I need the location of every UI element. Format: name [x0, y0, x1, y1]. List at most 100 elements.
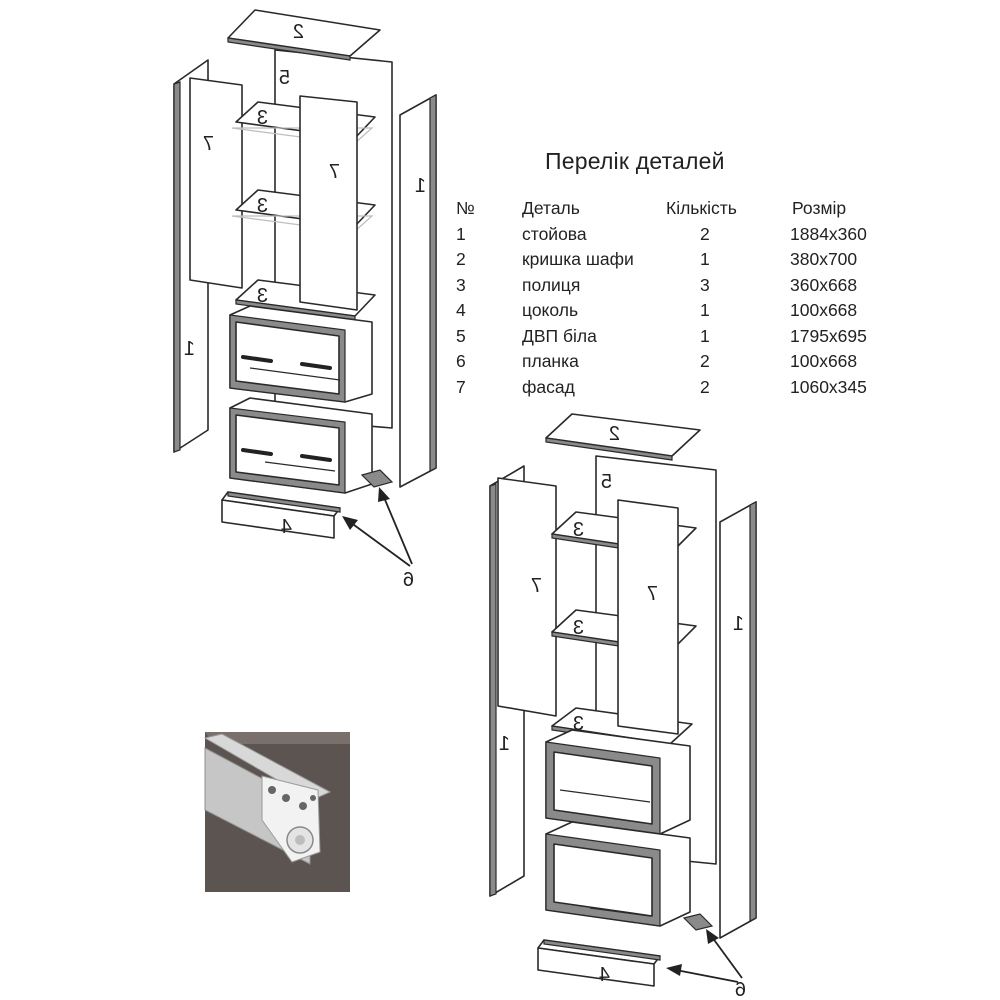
- row-number: 6: [456, 351, 466, 372]
- label-side-panel-right-1: 1: [415, 175, 426, 197]
- strip-6-right-view: [682, 913, 714, 931]
- row-quantity: 2: [700, 351, 710, 372]
- side-panel-right-1-edge: [429, 94, 437, 472]
- label-strip-6-right-view: 6: [735, 979, 746, 1000]
- header-number: №: [456, 198, 475, 219]
- drawer-lower-face-inner: [235, 414, 340, 486]
- parts-list-title: Перелік деталей: [545, 148, 725, 174]
- table-row: 1 стойова 2 1884x360: [452, 222, 902, 248]
- side-panel-right-1-right-view-edge: [749, 501, 757, 922]
- hardware-hole-1: [268, 786, 276, 794]
- arrowhead-strip-left-view-a: [342, 516, 358, 530]
- facade-right-7: [299, 95, 358, 311]
- hardware-hole-4: [310, 795, 316, 801]
- drawer-upper-handle-left: [241, 355, 273, 363]
- plinth-4: [221, 499, 335, 539]
- row-quantity: 1: [700, 249, 710, 270]
- label-plinth-4-right-view: 4: [599, 964, 610, 986]
- label-side-panel-left-1-right-view: 1: [499, 733, 510, 755]
- label-facade-right-7-right-view: 7: [647, 583, 658, 605]
- parts-list-header-row: № Деталь Кількість Розмір: [452, 196, 902, 222]
- row-part: полиця: [522, 274, 581, 295]
- row-part: стойова: [522, 223, 587, 244]
- row-number: 3: [456, 274, 466, 295]
- facade-left-7-right-view: [497, 477, 557, 717]
- label-shelf-3-lower: 3: [257, 285, 268, 307]
- side-panel-left-1-edge: [173, 81, 181, 453]
- assembly-view-bottom-right: 5 2 1 7 3 3 3 7: [489, 413, 757, 1000]
- arrowhead-strip-left-view-b: [378, 487, 390, 502]
- row-size: 1795x695: [790, 325, 867, 346]
- plinth-4-right-view: [537, 947, 655, 987]
- row-part: ДВП біла: [522, 325, 597, 346]
- row-part: кришка шафи: [522, 249, 634, 270]
- header-part: Деталь: [522, 198, 580, 219]
- top-panel-2-edge: [227, 37, 351, 61]
- table-row: 3 полиця 3 360x668: [452, 273, 902, 299]
- row-quantity: 3: [700, 274, 710, 295]
- label-top-panel-2-right-view: 2: [609, 423, 620, 445]
- hardware-roller-hub: [295, 835, 305, 845]
- drawer-lower-right-view-rail: [589, 907, 651, 917]
- row-size: 100x668: [790, 300, 858, 321]
- facade-right-7-right-view: [617, 499, 679, 735]
- label-plinth-4: 4: [281, 516, 292, 538]
- facade-left-7: [189, 77, 243, 289]
- drawer-lower-handle-right: [300, 454, 332, 462]
- row-quantity: 1: [700, 300, 710, 321]
- drawer-lower-right-view-opening: [553, 843, 653, 917]
- table-row: 7 фасад 2 1060x345: [452, 375, 902, 401]
- arrow-to-strip-left-view-b: [382, 494, 413, 565]
- hardware-hole-3: [299, 802, 307, 810]
- label-shelf-3-upper-right-view: 3: [573, 519, 584, 541]
- plinth-4-top-edge: [227, 491, 341, 513]
- label-shelf-3-upper: 3: [257, 107, 268, 129]
- strip-6-left-view: [360, 469, 394, 488]
- table-row: 6 планка 2 100x668: [452, 349, 902, 375]
- row-number: 7: [456, 376, 466, 397]
- row-part: фасад: [522, 376, 575, 397]
- drawer-upper-handle-right: [300, 362, 332, 370]
- row-size: 100x668: [790, 351, 858, 372]
- hardware-photo: [203, 732, 350, 892]
- plinth-4-right-view-top-edge: [543, 939, 661, 961]
- side-panel-left-1-right-view-edge: [489, 483, 497, 897]
- table-row: 4 цоколь 1 100x668: [452, 298, 902, 324]
- label-back-panel-5-right-view: 5: [601, 471, 612, 493]
- arrow-to-strip-left-view-a: [349, 521, 411, 567]
- top-panel-2-right-view-edge: [545, 437, 673, 461]
- parts-list-table: № Деталь Кількість Розмір 1 стойова 2 18…: [452, 196, 902, 400]
- arrow-to-strip-right-view-a: [675, 969, 739, 983]
- drawer-upper-inner-line: [249, 367, 341, 381]
- table-row: 2 кришка шафи 1 380x700: [452, 247, 902, 273]
- arrowhead-strip-right-view-b: [706, 929, 719, 944]
- label-shelf-3-lower-right-view: 3: [573, 713, 584, 735]
- row-quantity: 2: [700, 376, 710, 397]
- hardware-board-edge: [205, 732, 350, 744]
- row-size: 360x668: [790, 274, 858, 295]
- label-side-panel-right-1-right-view: 1: [733, 613, 744, 635]
- label-top-panel-2: 2: [293, 21, 304, 43]
- row-number: 4: [456, 300, 466, 321]
- drawer-lower-inner-line: [264, 461, 336, 472]
- label-shelf-3-middle-right-view: 3: [573, 617, 584, 639]
- header-quantity: Кількість: [666, 198, 737, 219]
- drawer-upper-right-view-rail: [559, 789, 651, 803]
- row-quantity: 1: [700, 325, 710, 346]
- table-row: 5 ДВП біла 1 1795x695: [452, 324, 902, 350]
- label-side-panel-left-1: 1: [184, 338, 195, 360]
- row-number: 5: [456, 325, 466, 346]
- hardware-hole-2: [282, 794, 290, 802]
- drawer-upper-right-view-opening: [553, 751, 653, 825]
- label-strip-6-left-view: 6: [403, 569, 414, 591]
- arrowhead-strip-right-view-a: [666, 964, 682, 976]
- row-size: 380x700: [790, 249, 858, 270]
- row-number: 1: [456, 223, 466, 244]
- assembly-view-top-left: 5 2 1 7 3 3 3 7: [173, 9, 437, 591]
- row-quantity: 2: [700, 223, 710, 244]
- label-facade-right-7: 7: [329, 161, 340, 183]
- header-size: Розмір: [792, 198, 847, 219]
- label-back-panel-5: 5: [279, 67, 290, 89]
- row-size: 1884x360: [790, 223, 867, 244]
